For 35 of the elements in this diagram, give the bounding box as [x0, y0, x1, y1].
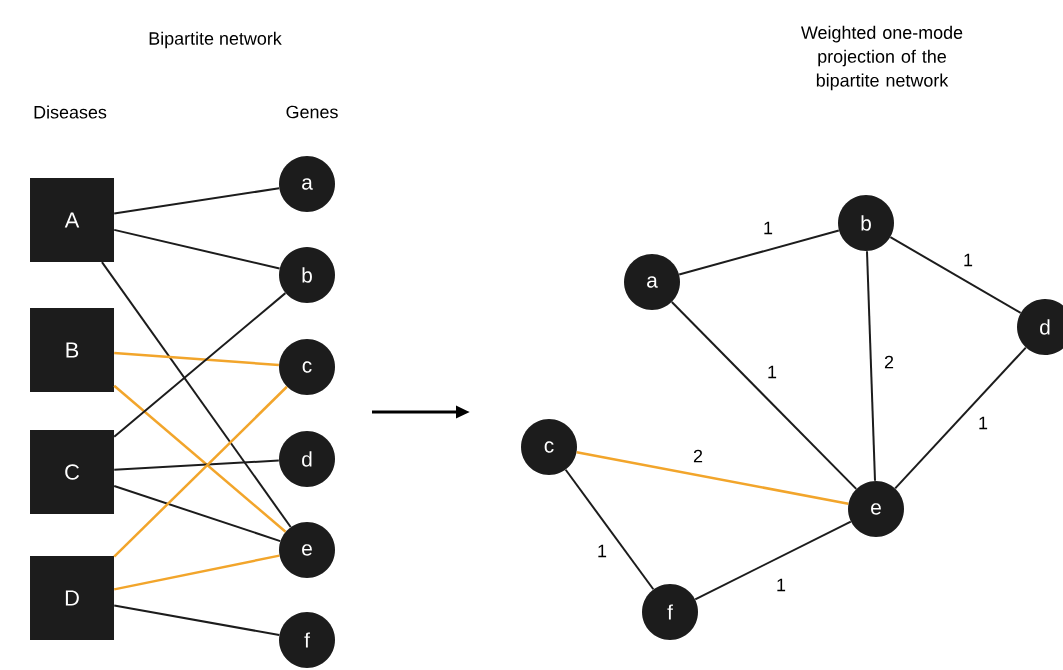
edge-label: 2 — [883, 354, 895, 370]
edge-line — [576, 451, 849, 505]
edge-line — [678, 229, 840, 276]
edge-label: 1 — [762, 220, 774, 236]
edge-line — [113, 485, 282, 543]
edge-label: 1 — [977, 415, 989, 431]
edge-label: 1 — [775, 577, 787, 593]
edge-label: 2 — [692, 448, 704, 464]
disease-box: D — [30, 556, 114, 640]
edge-line — [894, 346, 1027, 490]
edge-line — [564, 468, 655, 591]
edge-label: 1 — [596, 543, 608, 559]
disease-box: B — [30, 308, 114, 392]
edge-line — [113, 228, 281, 270]
edge-line — [113, 459, 280, 471]
edge-line — [113, 292, 287, 438]
edge-line — [866, 250, 876, 482]
edge-line — [113, 384, 287, 533]
column-heading: Genes — [286, 105, 338, 119]
edge-line — [694, 520, 852, 601]
edge-line — [114, 351, 279, 367]
disease-box: C — [30, 430, 114, 514]
edge-label: 1 — [766, 364, 778, 380]
edge-line — [113, 385, 288, 558]
edge-line — [100, 261, 292, 529]
edge-line — [113, 554, 280, 591]
edge-line — [113, 604, 281, 637]
disease-box: A — [30, 178, 114, 262]
edge-line — [889, 236, 1022, 314]
title-text: Weighted one-mode projection of the bipartite network — [801, 25, 963, 91]
edge-line — [670, 301, 858, 490]
edge-line — [113, 187, 281, 215]
column-heading: Diseases — [34, 105, 107, 119]
edge-label: 1 — [962, 252, 974, 268]
title-text: Bipartite network — [149, 31, 282, 49]
